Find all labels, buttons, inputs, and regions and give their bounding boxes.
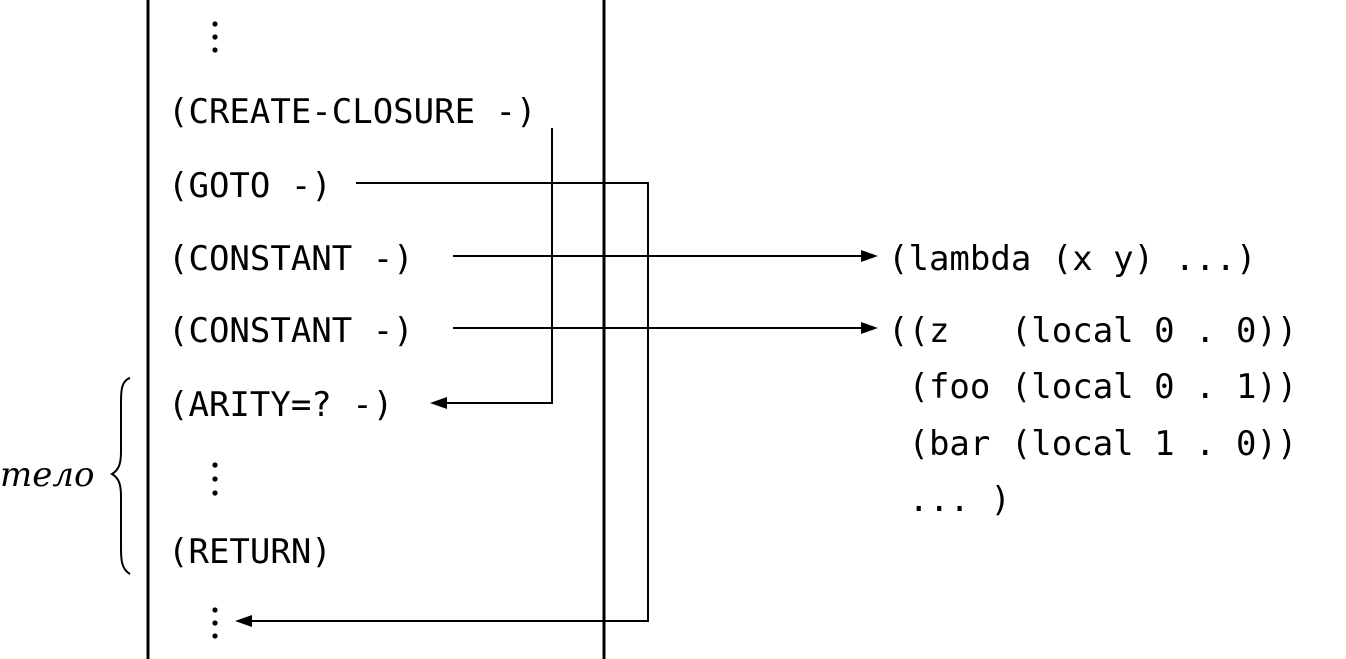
ellipsis-top	[212, 21, 218, 53]
constant-environment-list: ((z (local 0 . 0)) (foo (local 0 . 1)) (…	[888, 311, 1297, 520]
arrow-constant-to-environment	[453, 322, 878, 334]
arrow-goto-to-after-body	[235, 182, 649, 627]
instruction-goto: (GOTO -)	[168, 166, 332, 206]
env-line: (bar (local 1 . 0))	[888, 424, 1297, 464]
env-line: ... )	[888, 480, 1011, 520]
env-line: ((z (local 0 . 0))	[888, 311, 1297, 351]
arrow-create-closure-to-arity	[430, 128, 553, 409]
ellipsis-bottom	[212, 607, 218, 639]
instruction-return: (RETURN)	[168, 532, 332, 572]
instruction-create-closure: (CREATE-CLOSURE -)	[168, 92, 536, 132]
instruction-arity-check: (ARITY=? -)	[168, 385, 393, 425]
ellipsis-middle	[212, 462, 218, 496]
instruction-constant-env: (CONSTANT -)	[168, 311, 414, 351]
arrow-constant-to-lambda	[453, 250, 878, 262]
env-line: (foo (local 0 . 1))	[888, 367, 1297, 407]
instruction-constant-lambda: (CONSTANT -)	[168, 239, 414, 279]
body-brace	[109, 377, 131, 575]
constant-lambda-expression: (lambda (x y) ...)	[888, 239, 1256, 279]
body-brace-label: тело	[0, 455, 94, 495]
